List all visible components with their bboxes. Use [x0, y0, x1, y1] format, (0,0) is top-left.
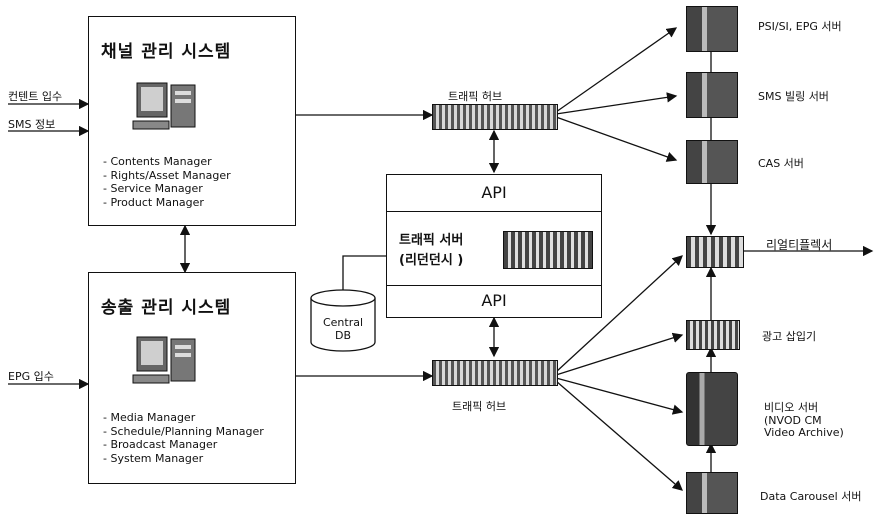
- manager-item: - Contents Manager: [103, 155, 212, 168]
- hub-to-cas-arrow: [555, 116, 678, 162]
- api-server-box: API 트래픽 서버 (리던던시 ) API: [386, 174, 602, 318]
- hub-to-mux-arrow: [555, 255, 683, 373]
- broadcast-system-box: 송출 관리 시스템 - Media Manager - Schedule/Pla…: [88, 272, 296, 484]
- api-top-label: API: [481, 183, 507, 202]
- server-icon: [686, 472, 738, 514]
- divider: [387, 211, 601, 212]
- video-server-label: 비디오 서버 (NVOD CM Video Archive): [764, 401, 844, 440]
- channel-system-box: 채널 관리 시스템 - Contents Manager - Rights/As…: [88, 16, 296, 226]
- manager-item: - System Manager: [103, 451, 204, 465]
- video-server-line1: 비디오 서버: [764, 401, 819, 414]
- central-db-label: Central DB: [308, 316, 378, 342]
- cas-server-label: CAS 서버: [758, 157, 804, 170]
- broadcast-manager-list: - Media Manager - Schedule/Planning Mana…: [103, 411, 264, 465]
- workstation-icon: [132, 336, 196, 384]
- video-server-icon: [686, 372, 738, 446]
- hub-to-carousel-arrow: [555, 380, 683, 491]
- central-db-line1: Central: [322, 316, 364, 329]
- manager-item: - Media Manager: [103, 411, 196, 424]
- hub-bottom-label: 트래픽 허브: [452, 400, 507, 413]
- ad-inserter-icon: [686, 320, 740, 350]
- server-icon: [686, 72, 738, 118]
- video-server-line3: Video Archive): [764, 426, 844, 439]
- channel-system-title: 채널 관리 시스템: [101, 42, 232, 62]
- broadcast-system-title: 송출 관리 시스템: [101, 298, 232, 318]
- hub-to-sms-arrow: [555, 92, 678, 115]
- traffic-server-line2: (리던던시 ): [399, 253, 464, 268]
- sms-server-label: SMS 빌링 서버: [758, 90, 829, 103]
- manager-item: - Schedule/Planning Manager: [103, 424, 264, 438]
- hub-top-label: 트래픽 허브: [448, 90, 503, 103]
- traffic-server-label: 트래픽 서버 (리던던시 ): [399, 231, 463, 271]
- server-icon: [686, 6, 738, 52]
- carousel-server-label: Data Carousel 서버: [760, 490, 862, 503]
- multiplexer-icon: [686, 236, 744, 268]
- divider: [387, 285, 601, 286]
- db-link-line: [342, 255, 386, 292]
- hub-to-video-arrow: [555, 377, 684, 415]
- traffic-hub-bottom-icon: [432, 360, 558, 386]
- api-bottom-label: API: [481, 291, 507, 310]
- ad-inserter-label: 광고 삽입기: [762, 330, 817, 343]
- traffic-server-line1: 트래픽 서버: [399, 233, 464, 248]
- manager-item: - Rights/Asset Manager: [103, 168, 231, 182]
- hub-to-psi-arrow: [555, 27, 678, 113]
- server-icon: [686, 140, 738, 184]
- manager-item: - Service Manager: [103, 182, 203, 195]
- hub-to-ad-arrow: [555, 332, 684, 376]
- central-db-line2: DB: [334, 329, 352, 342]
- video-server-line2: (NVOD CM: [764, 413, 822, 427]
- database-icon: [310, 289, 376, 352]
- channel-manager-list: - Contents Manager - Rights/Asset Manage…: [103, 155, 231, 209]
- sms-input-label: SMS 정보: [8, 118, 56, 131]
- epg-input-label: EPG 입수: [8, 370, 54, 383]
- content-input-label: 컨텐트 입수: [8, 90, 63, 103]
- traffic-server-icon: [503, 231, 593, 269]
- workstation-icon: [132, 82, 196, 130]
- multiplexer-label: 리얼티플렉서: [766, 238, 833, 252]
- traffic-hub-top-icon: [432, 104, 558, 130]
- psi-server-label: PSI/SI, EPG 서버: [758, 20, 842, 33]
- manager-item: - Product Manager: [103, 195, 204, 209]
- manager-item: - Broadcast Manager: [103, 438, 218, 451]
